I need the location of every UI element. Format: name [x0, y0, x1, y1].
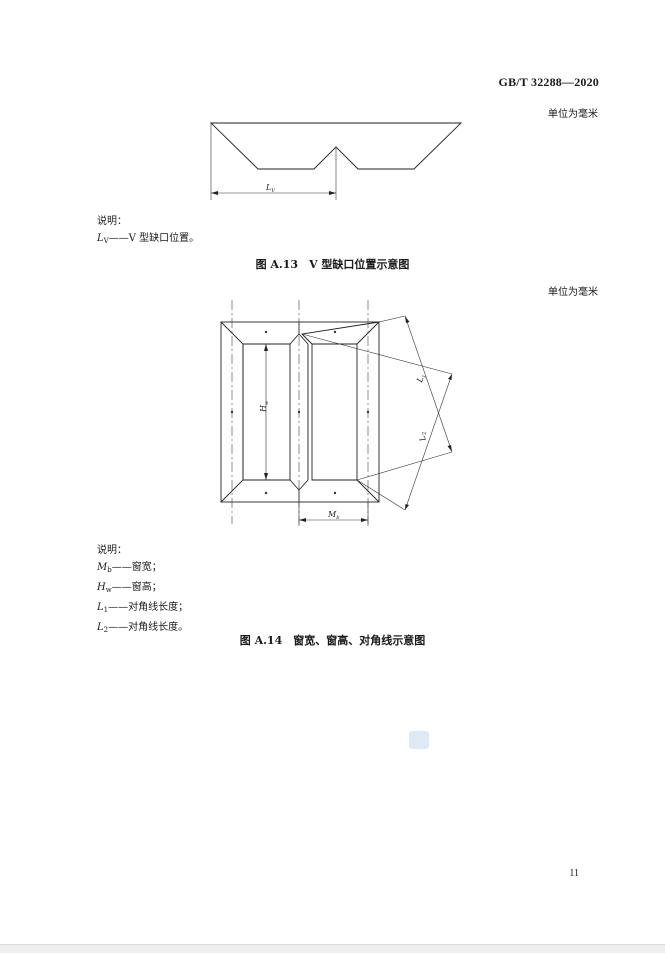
dim-label-lv: L	[265, 183, 271, 192]
dim-label-l1: L	[415, 376, 426, 385]
legend-item-l2: L2——对角线长度。	[97, 622, 189, 634]
svg-text:LV: LV	[265, 183, 276, 194]
unit-note-a13: 单位为毫米	[548, 109, 598, 120]
legend-item-lv: LV——V 型缺口位置。	[97, 233, 200, 245]
svg-text:L2: L2	[417, 431, 430, 443]
unit-note-a14: 单位为毫米	[548, 287, 598, 298]
viewer-bottom-bar	[0, 944, 665, 953]
dim-label-mb: M	[327, 510, 337, 519]
legend-item-l1: L1——对角线长度；	[97, 602, 189, 614]
legend-a14: 说明： Mb——窗宽； Hw——窗高； L1——对角线长度； L2——对角线长度…	[97, 542, 188, 639]
legend-title: 说明：	[97, 545, 127, 556]
legend-item-mb: Mb——窗宽；	[97, 562, 162, 574]
svg-text:Mb: Mb	[327, 510, 339, 521]
watermark-logo	[409, 731, 429, 749]
svg-text:L1: L1	[415, 373, 428, 385]
caption-a13: 图 A.13 V 型缺口位置示意图	[255, 258, 410, 271]
svg-text:Hw: Hw	[259, 400, 270, 413]
legend-item-hw: Hw——窗高；	[97, 582, 162, 594]
legend-a13: 说明： LV——V 型缺口位置。	[97, 213, 199, 250]
legend-title: 说明：	[97, 216, 127, 227]
caption-a14: 图 A.14 窗宽、窗高、对角线示意图	[239, 634, 426, 647]
standard-number: GB/T 32288—2020	[498, 75, 599, 89]
dim-label-hw: H	[259, 404, 268, 413]
page-number: 11	[569, 868, 579, 879]
dim-label-l2: L	[418, 434, 429, 443]
